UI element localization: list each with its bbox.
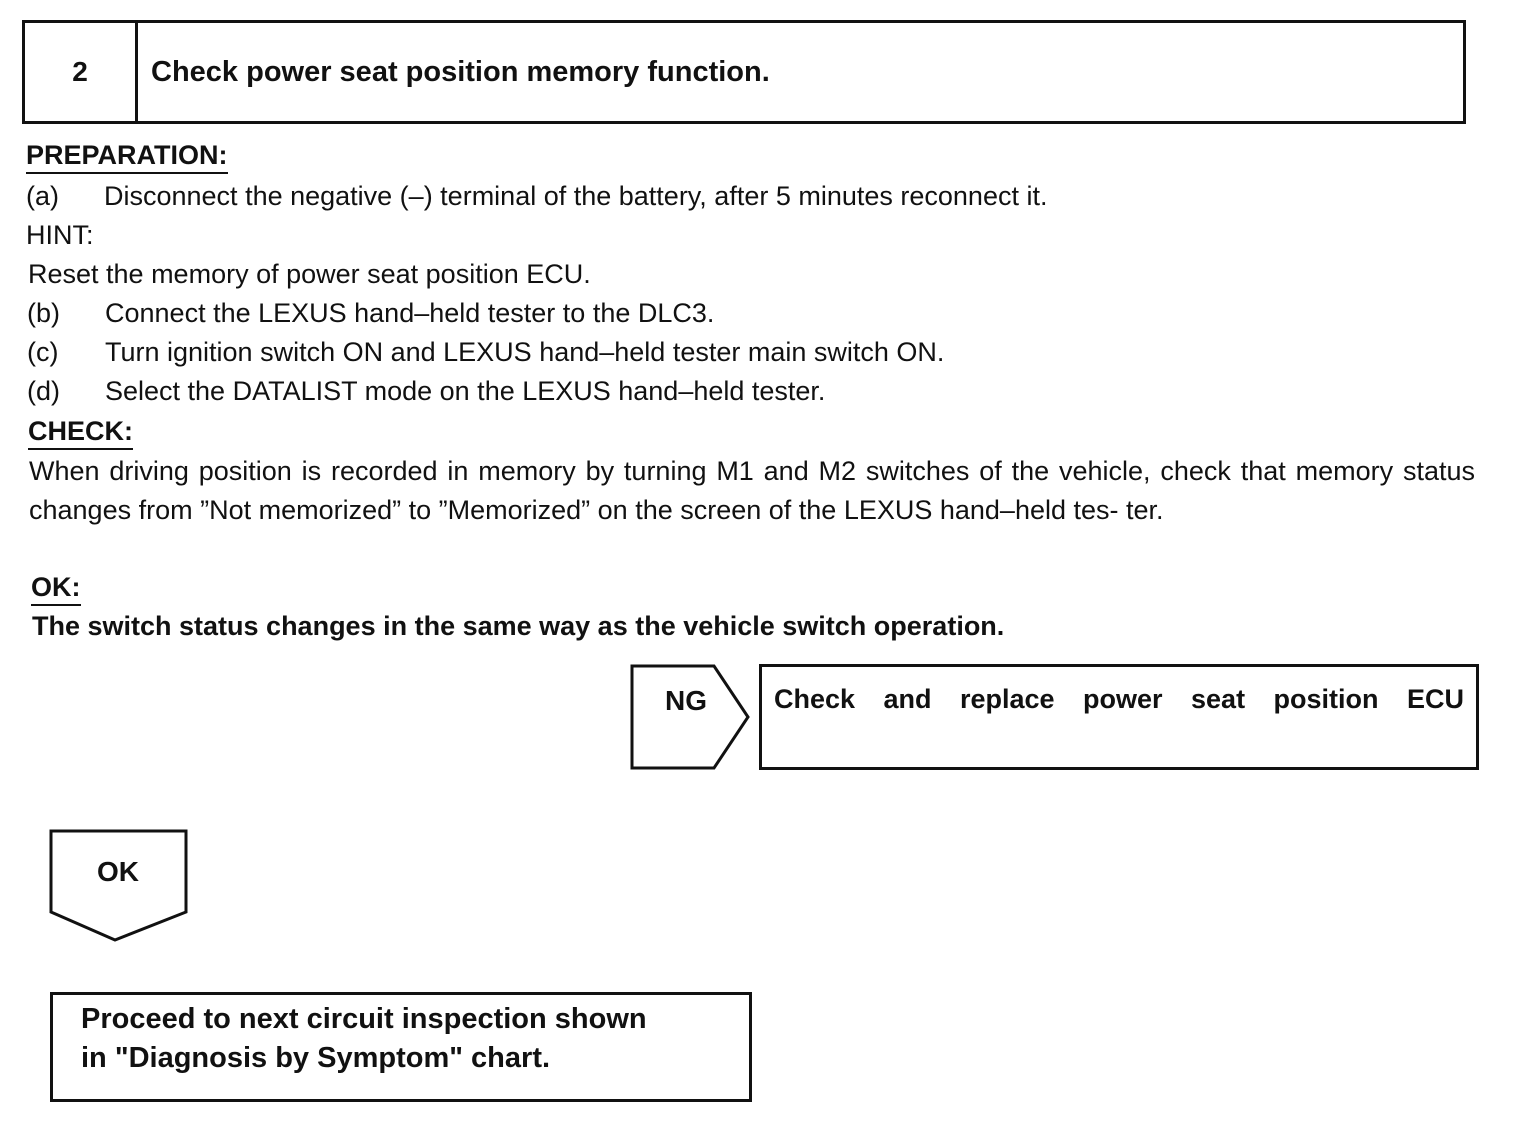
prep-item-d-text: Select the DATALIST mode on the LEXUS ha…: [105, 376, 826, 406]
prep-item-b-label: (b): [27, 298, 60, 328]
prep-item-c-label: (c): [27, 337, 59, 367]
preparation-section: PREPARATION:: [26, 140, 228, 174]
check-text: When driving position is recorded in mem…: [29, 456, 1475, 525]
prep-item-c-text: Turn ignition switch ON and LEXUS hand–h…: [105, 337, 945, 367]
ng-arrow-tag: [630, 664, 750, 770]
hint-text: Reset the memory of power seat position …: [28, 259, 591, 289]
ok-arrow-tag: [49, 829, 188, 942]
check-section: CHECK:: [28, 416, 133, 450]
step-number: 2: [25, 23, 138, 121]
prep-item-a: (a) Disconnect the negative (–) terminal …: [26, 177, 1047, 216]
prep-item-a-text: Disconnect the negative (–) terminal of …: [104, 181, 1048, 211]
preparation-heading: PREPARATION:: [26, 140, 228, 174]
ng-action-text: Check and replace power seat position EC…: [774, 684, 1464, 714]
prep-item-d-label: (d): [27, 376, 60, 406]
prep-item-d: (d) Select the DATALIST mode on the LEXUS…: [27, 372, 825, 411]
ok-action-box: Proceed to next circuit inspection shown…: [50, 992, 752, 1102]
prep-item-c: (c) Turn ignition switch ON and LEXUS han…: [27, 333, 944, 372]
step-header: 2 Check power seat position memory funct…: [22, 20, 1466, 124]
hint-label: HINT:: [26, 220, 94, 250]
step-title: Check power seat position memory functio…: [151, 55, 770, 88]
check-heading: CHECK:: [28, 416, 133, 450]
ok-heading: OK:: [31, 572, 81, 606]
ok-label: OK: [97, 856, 139, 887]
prep-item-b: (b) Connect the LEXUS hand–held tester to…: [27, 294, 714, 333]
ng-label: NG: [665, 685, 707, 716]
ok-action-line1: Proceed to next circuit inspection shown: [81, 1003, 647, 1035]
ok-statement: The switch status changes in the same wa…: [32, 611, 1005, 641]
prep-item-a-label: (a): [26, 181, 59, 211]
prep-item-b-text: Connect the LEXUS hand–held tester to th…: [105, 298, 715, 328]
ok-action-line2: in "Diagnosis by Symptom" chart.: [81, 1042, 551, 1074]
ok-action-text: Proceed to next circuit inspection shown…: [81, 1000, 729, 1078]
ok-section: OK:: [31, 572, 81, 606]
ng-action-box: Check and replace power seat position EC…: [759, 664, 1479, 770]
